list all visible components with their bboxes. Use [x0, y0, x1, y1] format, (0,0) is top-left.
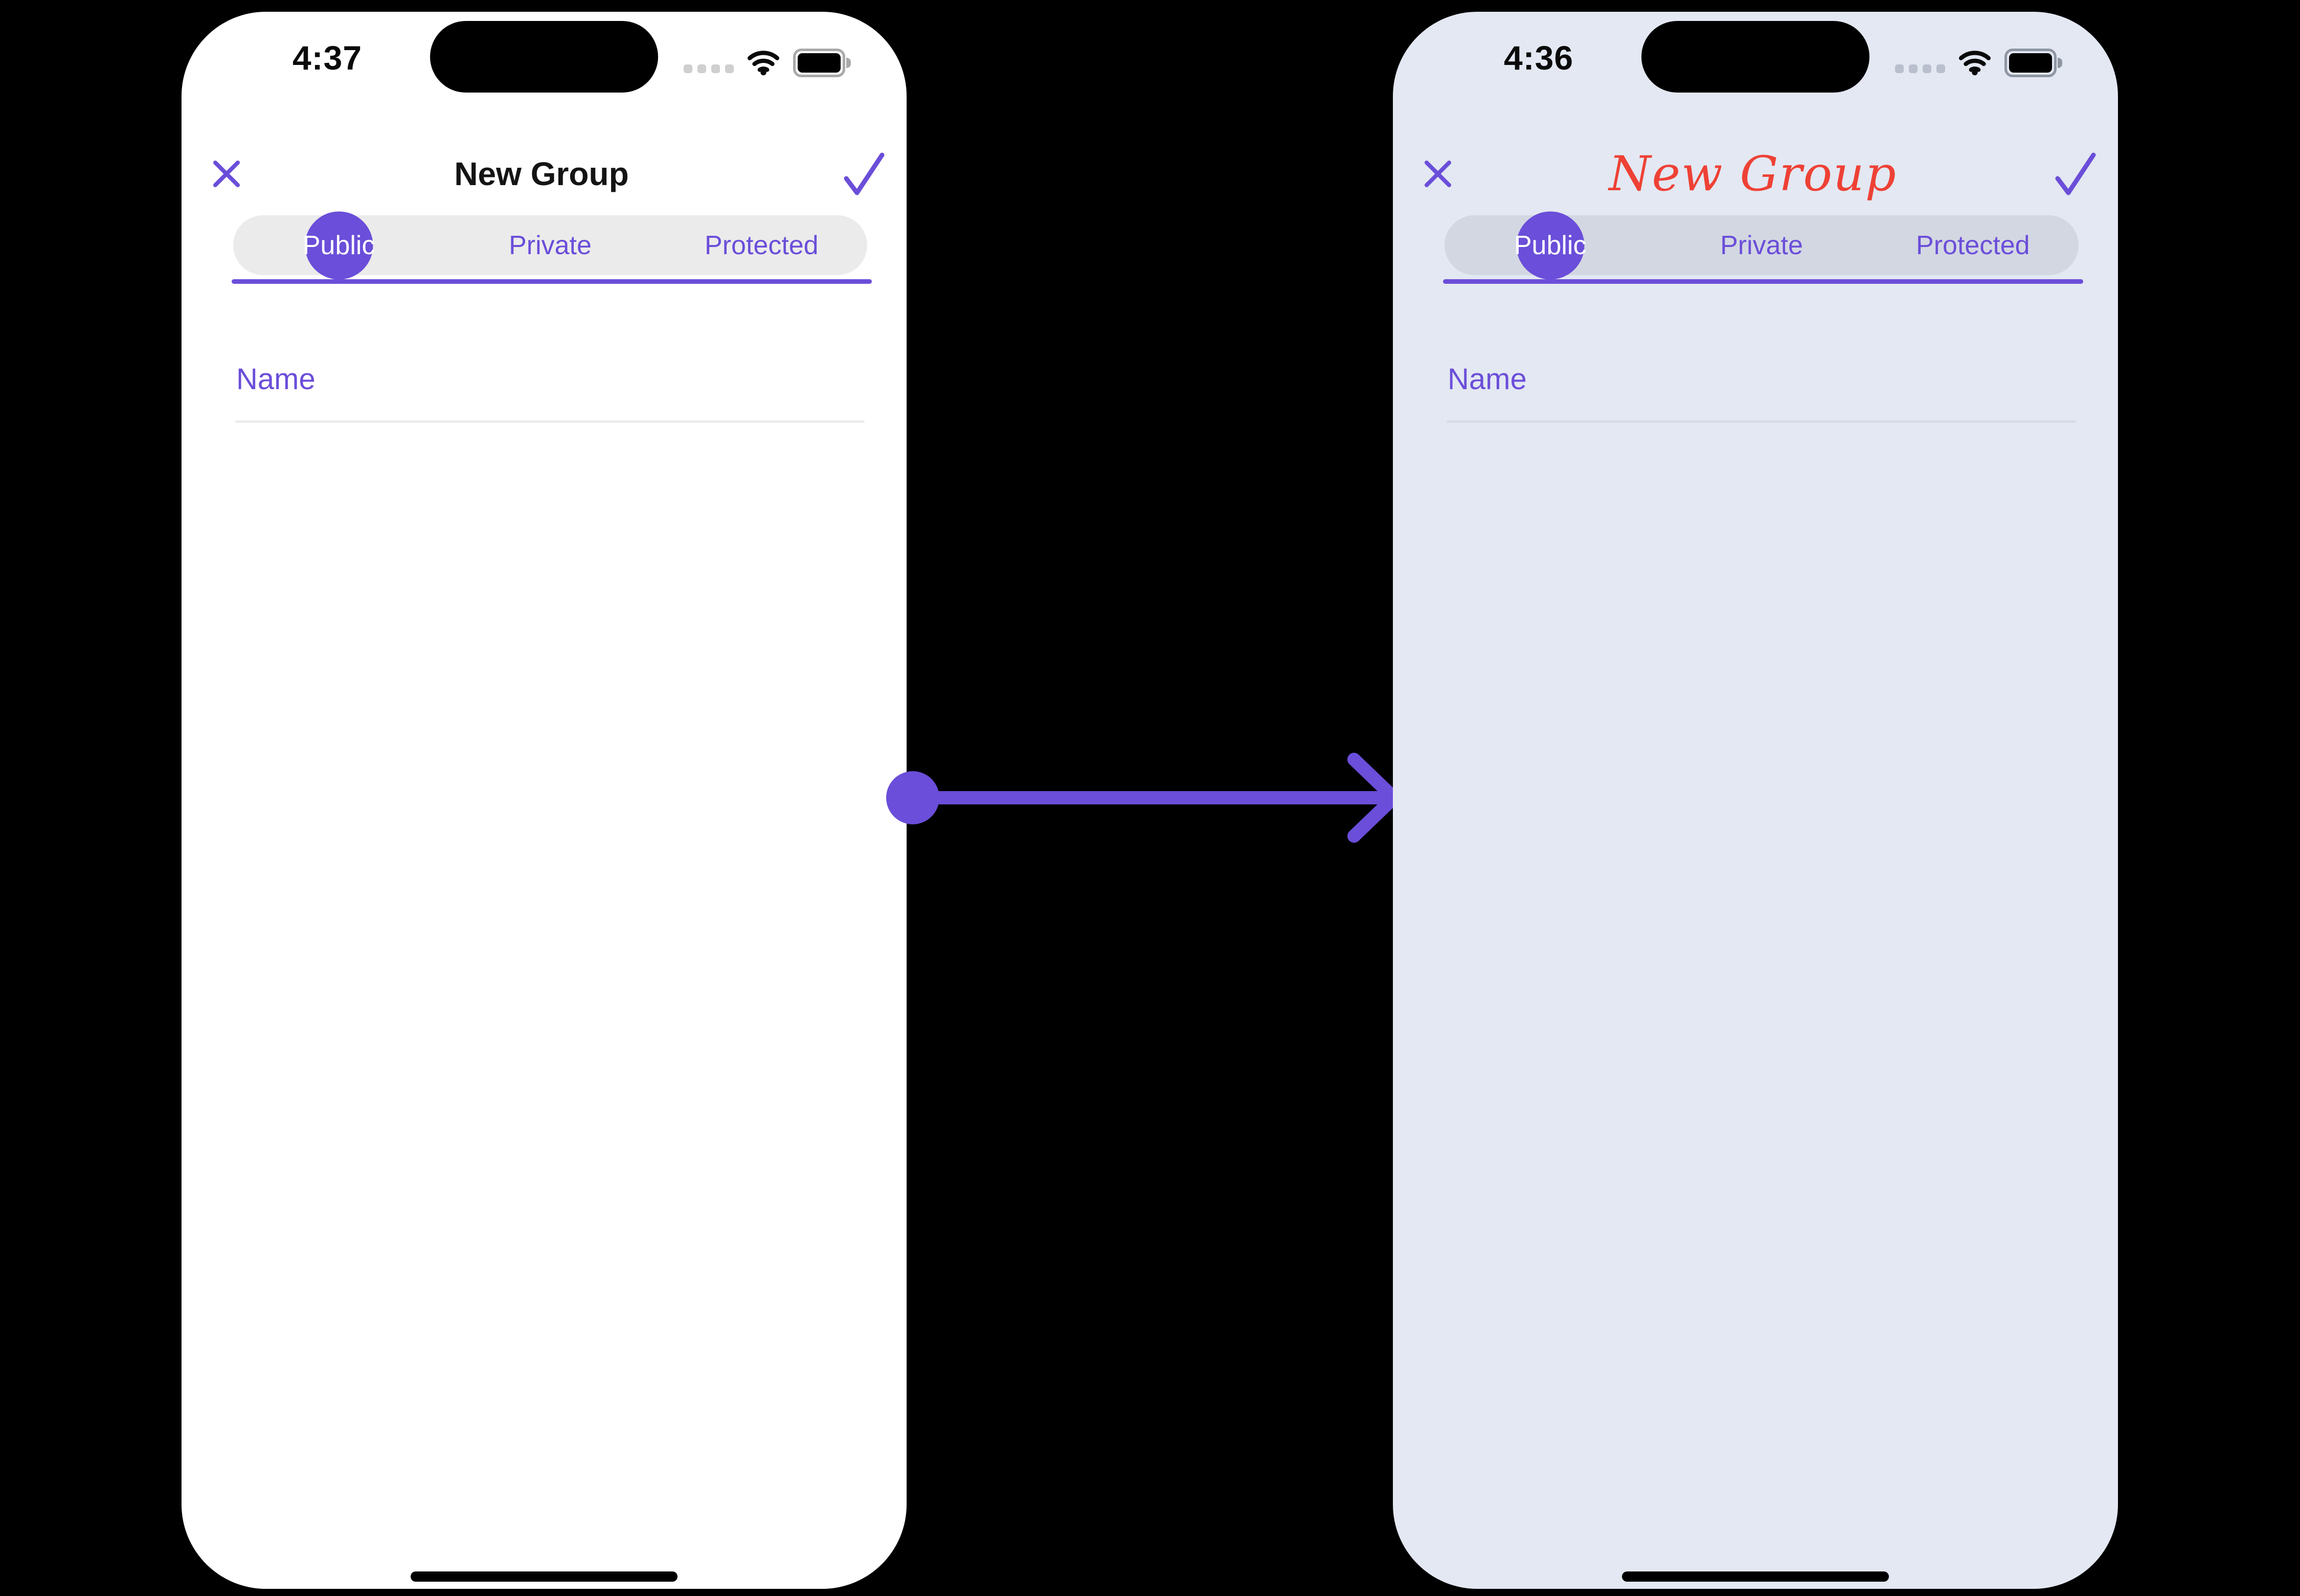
name-underline: [1447, 420, 2076, 423]
nav-bar: New Group: [212, 130, 886, 217]
tabs-underline: [232, 279, 872, 284]
status-icons: [1895, 43, 2064, 82]
confirm-button[interactable]: [842, 152, 886, 196]
status-time: 4:37: [292, 39, 363, 77]
tab-private[interactable]: Private: [444, 215, 656, 275]
tabs-underline: [1443, 279, 2083, 284]
tab-private[interactable]: Private: [1656, 215, 1867, 275]
page-title-script: New Group: [1609, 146, 1897, 202]
nav-bar: New Group: [1424, 130, 2098, 217]
wifi-icon: [748, 51, 779, 76]
dynamic-island: [1641, 21, 1869, 93]
check-icon: [844, 152, 885, 195]
battery-icon: [2004, 49, 2062, 77]
close-button[interactable]: [1424, 160, 1452, 188]
segmented-tabs: Public Private Protected: [233, 211, 867, 279]
close-button[interactable]: [212, 160, 241, 188]
segmented-tabs: Public Private Protected: [1445, 211, 2079, 279]
confirm-button[interactable]: [2054, 152, 2098, 196]
tab-public[interactable]: Public: [1445, 215, 1656, 275]
dynamic-island: [430, 21, 658, 93]
home-indicator[interactable]: [411, 1571, 678, 1582]
tab-protected[interactable]: Protected: [656, 215, 867, 275]
status-time: 4:36: [1503, 39, 1574, 77]
name-input[interactable]: [235, 355, 866, 402]
status-icons: [684, 43, 852, 82]
name-input[interactable]: [1447, 355, 2078, 402]
transition-arrow: [886, 753, 1401, 843]
tab-selection-circle: [1516, 211, 1585, 279]
close-icon: [213, 161, 240, 187]
home-indicator[interactable]: [1622, 1571, 1889, 1582]
tab-protected[interactable]: Protected: [1867, 215, 2079, 275]
close-icon: [1425, 161, 1451, 187]
phone-right: 4:36 New Group Public: [1393, 12, 2118, 1589]
check-icon: [2055, 152, 2096, 195]
battery-icon: [793, 49, 851, 77]
signal-dots-icon: [1895, 53, 1945, 73]
tab-selection-circle: [305, 211, 373, 279]
page-title: New Group: [454, 155, 629, 192]
phone-left: 4:37 New Group Public: [182, 12, 907, 1589]
signal-dots-icon: [684, 53, 734, 73]
wifi-icon: [1959, 51, 1991, 76]
tab-public[interactable]: Public: [233, 215, 444, 275]
name-underline: [235, 420, 865, 423]
